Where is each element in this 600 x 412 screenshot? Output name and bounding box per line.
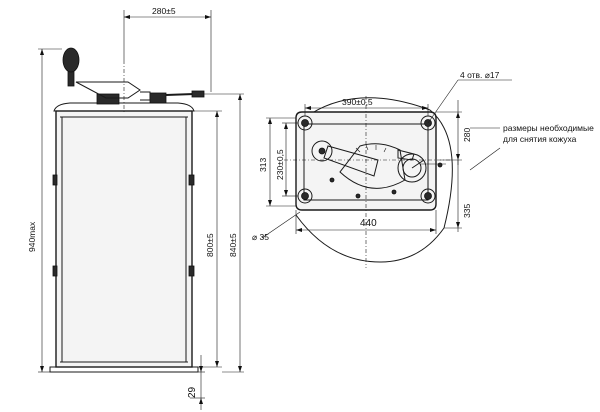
dim-label-335: 335	[462, 204, 472, 218]
hole-bottom-right-outer	[420, 188, 436, 204]
crank-knob	[62, 47, 80, 73]
dim-label-230: 230±0,5	[275, 149, 285, 180]
dim-label-280: 280±5	[152, 6, 176, 16]
bolt-a	[355, 193, 361, 199]
dim-label-313: 313	[258, 158, 268, 172]
note-line-2: для снятия кожуха	[503, 134, 577, 144]
bolt-b	[391, 189, 397, 195]
crank-lever	[323, 145, 379, 177]
hole-bottom-right	[424, 192, 432, 200]
scale-ticks	[355, 144, 387, 153]
dim-label-940: 940max	[27, 221, 37, 252]
crank-hub	[311, 140, 333, 162]
bolt-d	[437, 162, 443, 168]
crank-hub-center	[318, 147, 326, 155]
gauge-needle	[411, 159, 425, 169]
dim-label-29: 29	[187, 386, 198, 398]
dim-label-440: 440	[360, 218, 377, 229]
handle-base-block	[96, 93, 120, 105]
dim-label-800: 800±5	[205, 233, 215, 257]
hinge-bottom	[188, 265, 195, 277]
gear-housing	[339, 143, 406, 189]
dim-arrow-335	[456, 222, 460, 228]
indicator-link	[140, 91, 151, 101]
dim-label-280r: 280	[462, 128, 472, 142]
dim-label-35: ⌀ 35	[252, 232, 269, 242]
pointer-tip	[191, 90, 205, 98]
pointer-rod	[165, 93, 195, 96]
latch-left-bottom	[52, 265, 58, 277]
leader-holes	[427, 79, 459, 124]
clearance-arc-top	[311, 97, 431, 114]
bolt-c	[329, 177, 335, 183]
dim-label-840: 840±5	[228, 233, 238, 257]
top-view: 390±0,5 4 отв. ⌀17 440 313 230±0,5 ⌀ 35 …	[252, 70, 594, 268]
hole-bottom-left	[301, 192, 309, 200]
leader-diameter-35	[261, 211, 301, 239]
cabinet-body	[55, 110, 193, 368]
label-holes: 4 отв. ⌀17	[460, 70, 500, 80]
side-view: 280±5 940max 800±5 840±5 29	[27, 6, 244, 410]
clearance-arc-right	[429, 109, 453, 229]
crank-arm	[75, 81, 141, 99]
dim-label-390: 390±0,5	[342, 97, 373, 107]
note-line-1: размеры необходимые	[503, 123, 594, 133]
note-leader-bottom	[469, 147, 501, 171]
plate-inner-rim	[303, 123, 429, 201]
hole-top-left	[301, 119, 309, 127]
latch-left-top	[52, 174, 58, 186]
base-plate	[49, 366, 199, 373]
clearance-arc-bottom	[295, 214, 445, 263]
crank-shaft	[67, 69, 75, 87]
indicator-block	[149, 92, 167, 104]
hinge-top	[188, 174, 195, 186]
cabinet-lid	[53, 102, 195, 112]
